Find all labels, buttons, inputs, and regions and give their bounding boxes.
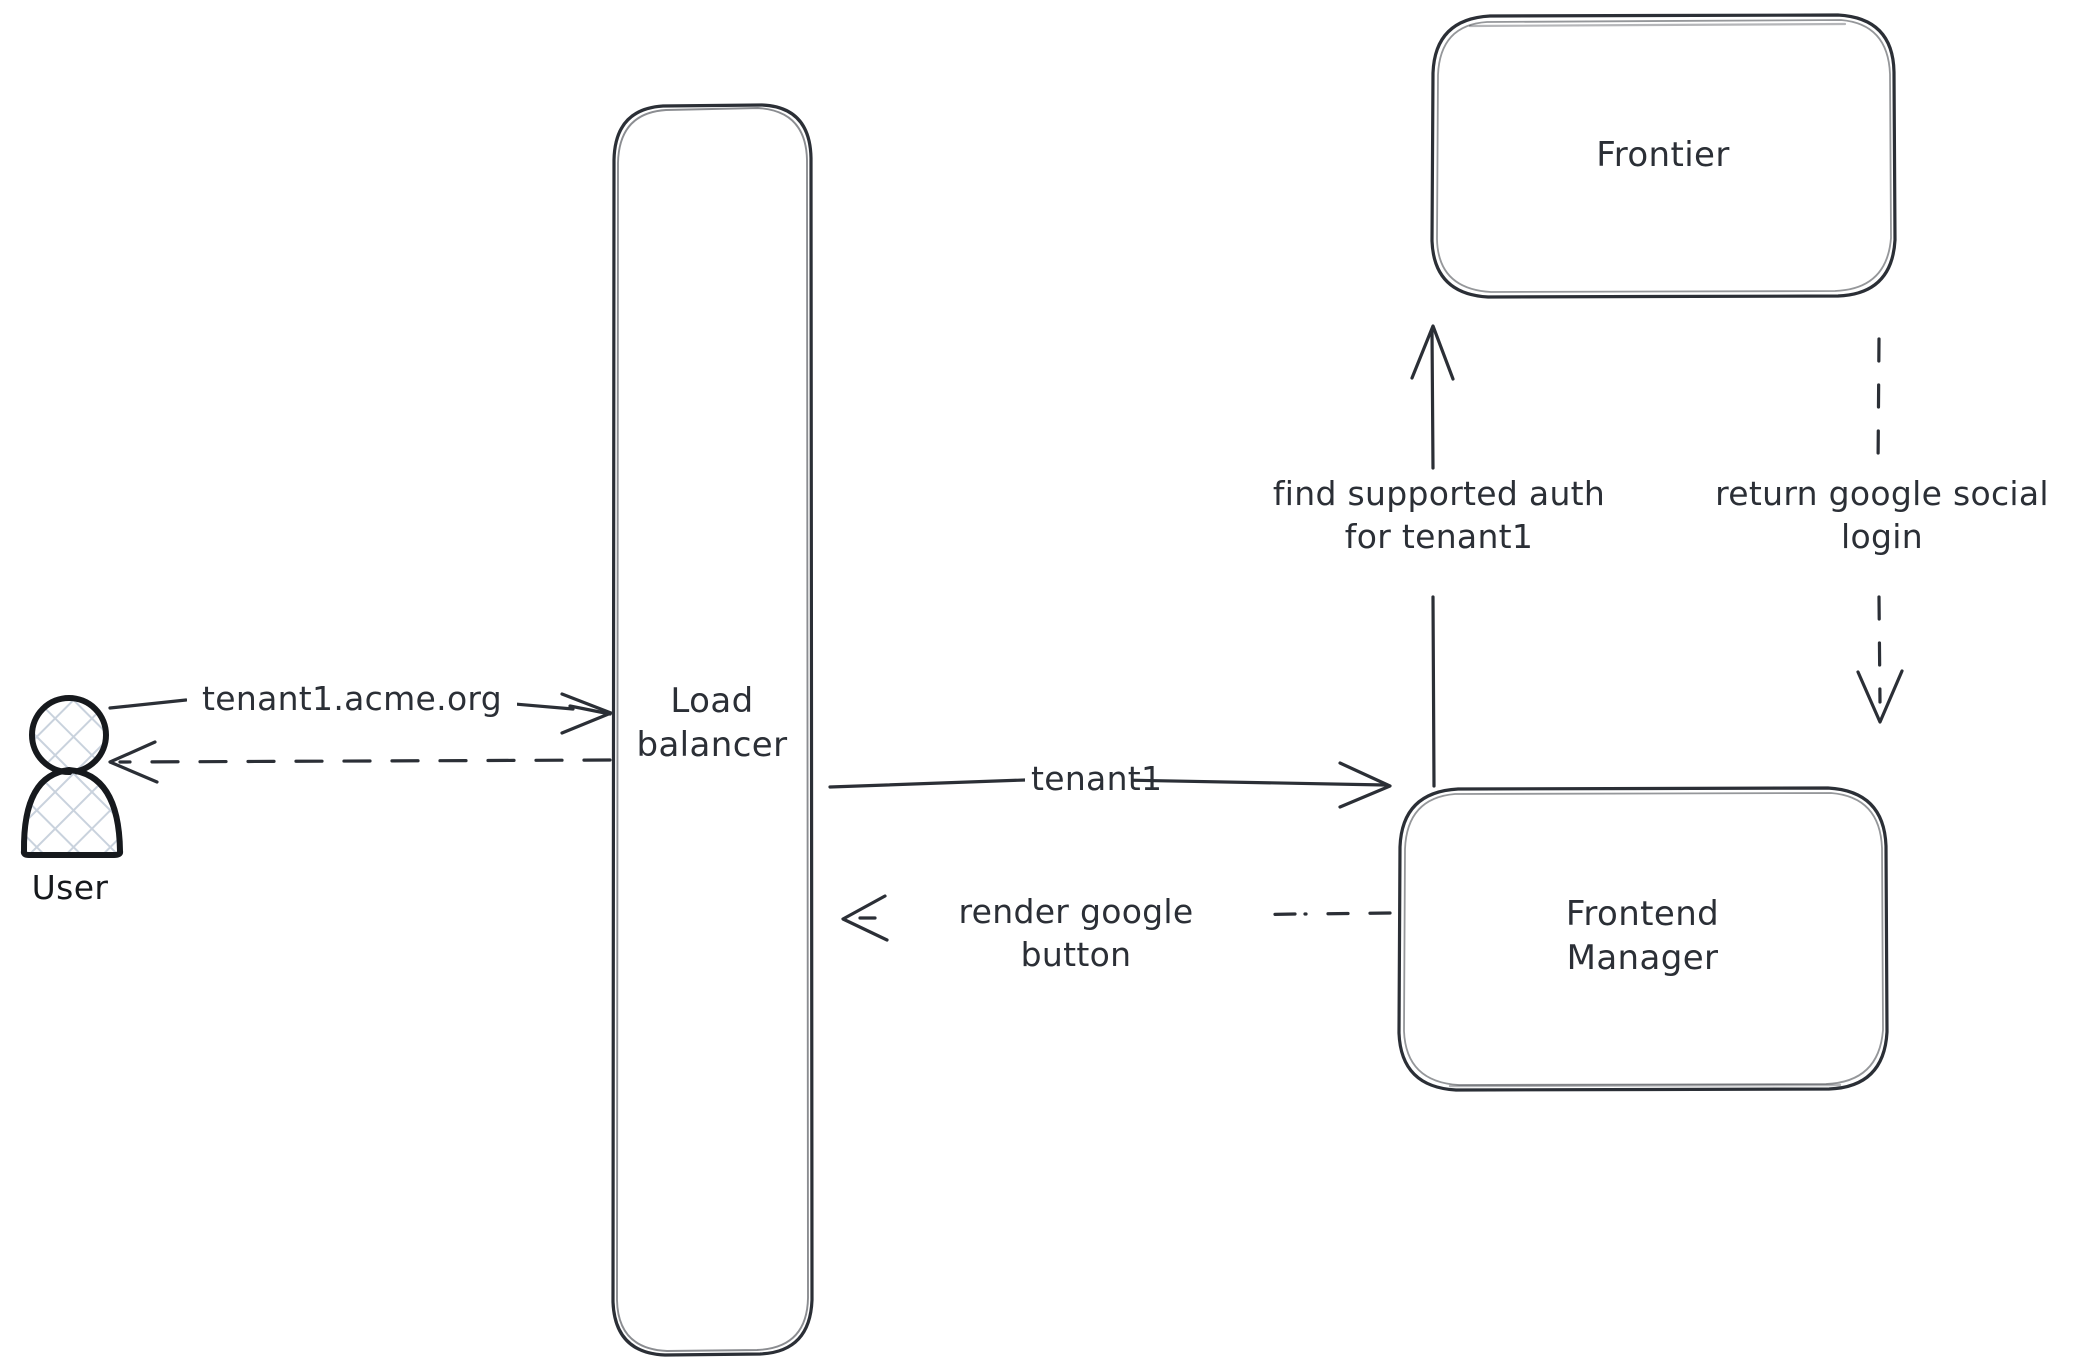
edge-load-balancer-to-user-stroke bbox=[108, 740, 612, 784]
edge-frontier-to-frontend-manager-stroke bbox=[1856, 337, 1904, 724]
edge-label-render-google-button: render google button bbox=[895, 891, 1257, 977]
load-balancer-shape bbox=[611, 103, 814, 1357]
frontier-shape bbox=[1430, 13, 1897, 299]
user-actor-label: User bbox=[31, 868, 109, 907]
edge-label-return-google-social-login: return google social login bbox=[1676, 473, 2083, 559]
edge-label-tenant1: tenant1 bbox=[1025, 758, 1162, 801]
edge-load-balancer-to-frontend-manager-stroke bbox=[828, 761, 1392, 809]
frontend-manager-shape bbox=[1397, 786, 1889, 1092]
edge-label-find-supported-auth: find supported auth for tenant1 bbox=[1232, 473, 1646, 559]
edge-label-tenant1-acme-org: tenant1.acme.org bbox=[187, 678, 517, 721]
edge-frontend-manager-to-frontier-stroke bbox=[1410, 324, 1455, 788]
user-actor-shape bbox=[20, 695, 124, 858]
